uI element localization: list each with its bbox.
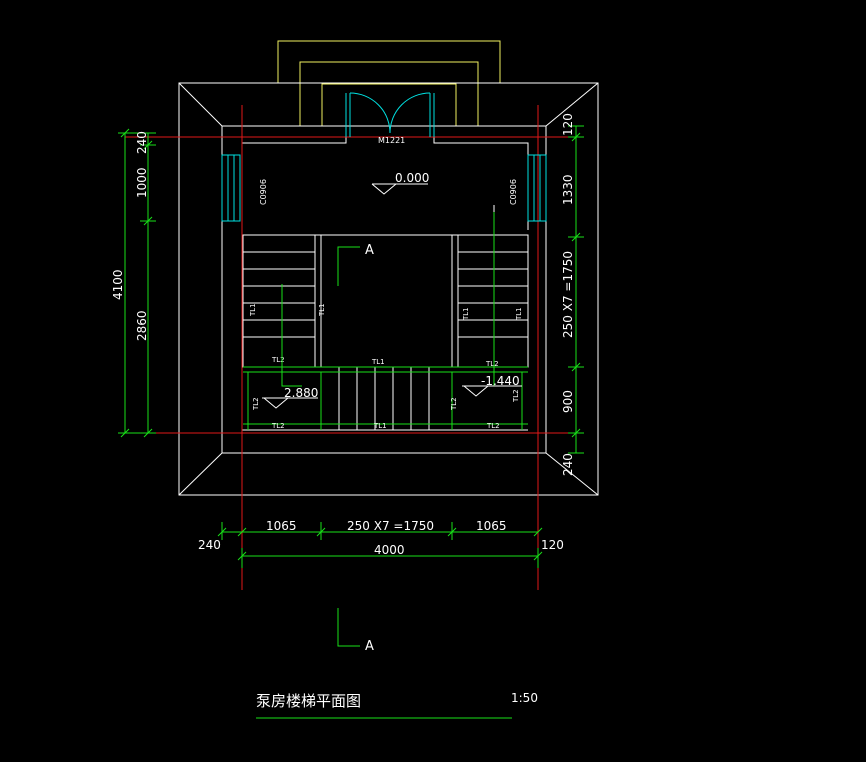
dimension-left xyxy=(118,128,156,438)
beam-label: TL2 xyxy=(512,389,520,403)
beam-label: TL2 xyxy=(271,356,285,364)
elevation-mark-landing-left xyxy=(262,397,318,409)
beam-label: TL1 xyxy=(249,303,257,317)
dim-bottom-left-ext: 240 xyxy=(198,538,221,552)
stair-beams xyxy=(243,366,528,430)
door-m1221 xyxy=(345,92,435,137)
beam-labels: TL2 TL1 TL2 TL2 TL1 TL2 TL1 TL1 TL1 TL1 … xyxy=(249,303,523,430)
beam-label: TL2 xyxy=(271,422,285,430)
elevation-mark-ground xyxy=(371,183,428,195)
beam-label: TL1 xyxy=(318,303,326,317)
section-mark-bottom xyxy=(337,608,360,647)
dim-left-total: 4100 xyxy=(111,269,125,300)
beam-label: TL1 xyxy=(515,307,523,321)
dim-left-top: 240 xyxy=(135,131,149,154)
dim-right-seg2: 250 X7 =1750 xyxy=(561,251,575,338)
dim-right-bottom: 240 xyxy=(561,453,575,476)
stair-middle-flight xyxy=(321,234,452,431)
dim-right-top: 120 xyxy=(561,113,575,136)
dim-left-seg2: 2860 xyxy=(135,310,149,341)
elevation-landing-left: 2.880 xyxy=(284,386,318,400)
section-mark-bottom-label: A xyxy=(365,639,374,654)
dim-bottom-total: 4000 xyxy=(374,543,405,557)
axis-lines xyxy=(125,105,580,590)
beam-label: TL2 xyxy=(450,397,458,411)
beam-label: TL1 xyxy=(371,358,385,366)
beam-label: TL2 xyxy=(486,422,500,430)
dim-bottom-right-ext: 120 xyxy=(541,538,564,552)
dimension-right-text: 120 1330 250 X7 =1750 900 240 xyxy=(561,113,575,476)
drawing-scale: 1:50 xyxy=(511,691,538,705)
drawing-title: 泵房楼梯平面图 xyxy=(256,692,361,710)
section-mark-top xyxy=(337,246,360,286)
dimension-bottom xyxy=(217,522,543,568)
elevation-ground: 0.000 xyxy=(395,171,429,185)
beam-label: TL1 xyxy=(462,307,470,321)
beam-label: TL1 xyxy=(373,422,387,430)
window-label-left: C0906 xyxy=(259,179,268,205)
canopy-outline xyxy=(277,40,501,126)
elevation-landing-right: -1.440 xyxy=(481,374,520,388)
beam-label: TL2 xyxy=(252,397,260,411)
window-left xyxy=(221,154,241,222)
dim-left-seg1: 1000 xyxy=(135,167,149,198)
dimension-left-text: 240 1000 2860 4100 xyxy=(111,131,149,341)
dimension-right xyxy=(568,125,584,454)
beam-label: TL2 xyxy=(485,360,499,368)
window-label-right: C0906 xyxy=(509,179,518,205)
elevation-mark-landing-right xyxy=(462,385,522,397)
stair-left-flight xyxy=(242,234,322,368)
walk-arrows xyxy=(281,205,495,387)
outer-wall xyxy=(178,82,599,496)
dim-bottom-seg3: 1065 xyxy=(476,519,507,533)
window-right xyxy=(527,154,547,222)
dimension-bottom-text: 240 1065 250 X7 =1750 1065 120 4000 xyxy=(198,519,564,557)
dim-bottom-seg2: 250 X7 =1750 xyxy=(347,519,434,533)
dim-right-seg3: 900 xyxy=(561,390,575,413)
dim-bottom-seg1: 1065 xyxy=(266,519,297,533)
door-label: M1221 xyxy=(378,136,405,145)
stair-right-flight xyxy=(451,234,529,368)
dim-right-seg1: 1330 xyxy=(561,174,575,205)
section-mark-top-label: A xyxy=(365,243,374,258)
